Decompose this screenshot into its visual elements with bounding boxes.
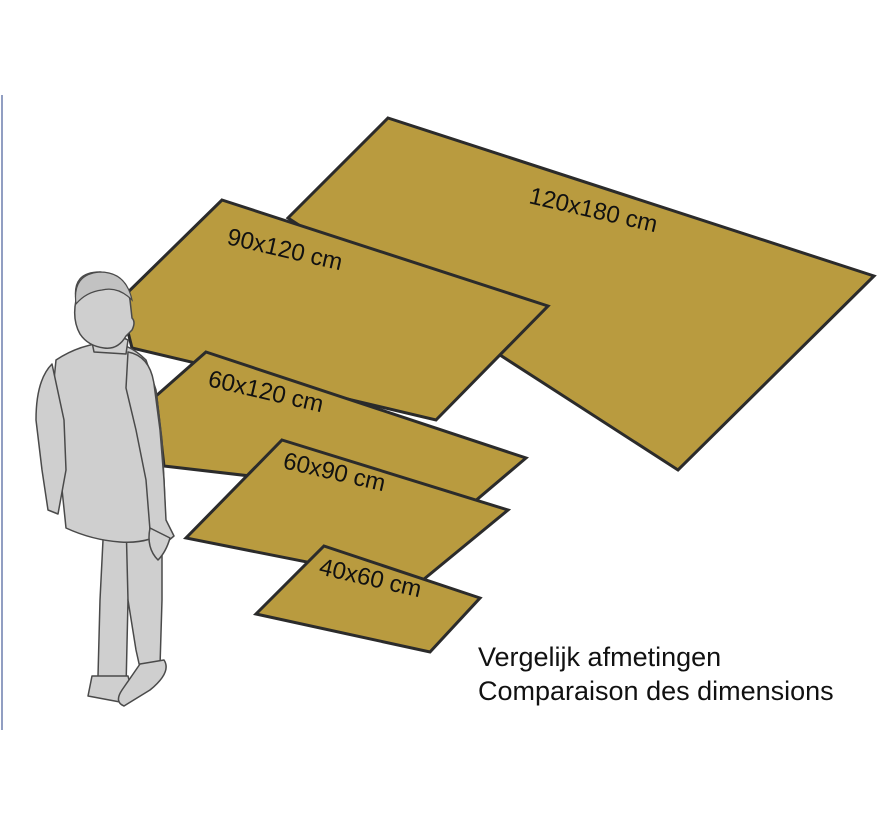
person-hair	[74, 271, 134, 306]
standing-person-icon	[35, 271, 175, 707]
caption: Vergelijk afmetingen Comparaison des dim…	[478, 640, 834, 708]
mat-60x120: 60x120 cm	[154, 350, 530, 504]
caption-french: Comparaison des dimensions	[478, 676, 834, 706]
mat-40x60-shape	[252, 544, 483, 654]
person-front-foot	[117, 659, 167, 707]
person-back-arm	[35, 363, 67, 515]
caption-dutch: Vergelijk afmetingen	[478, 642, 722, 672]
person-front-arm	[125, 351, 175, 547]
person-hand	[148, 527, 171, 561]
mat-120x180-shape	[285, 116, 877, 472]
